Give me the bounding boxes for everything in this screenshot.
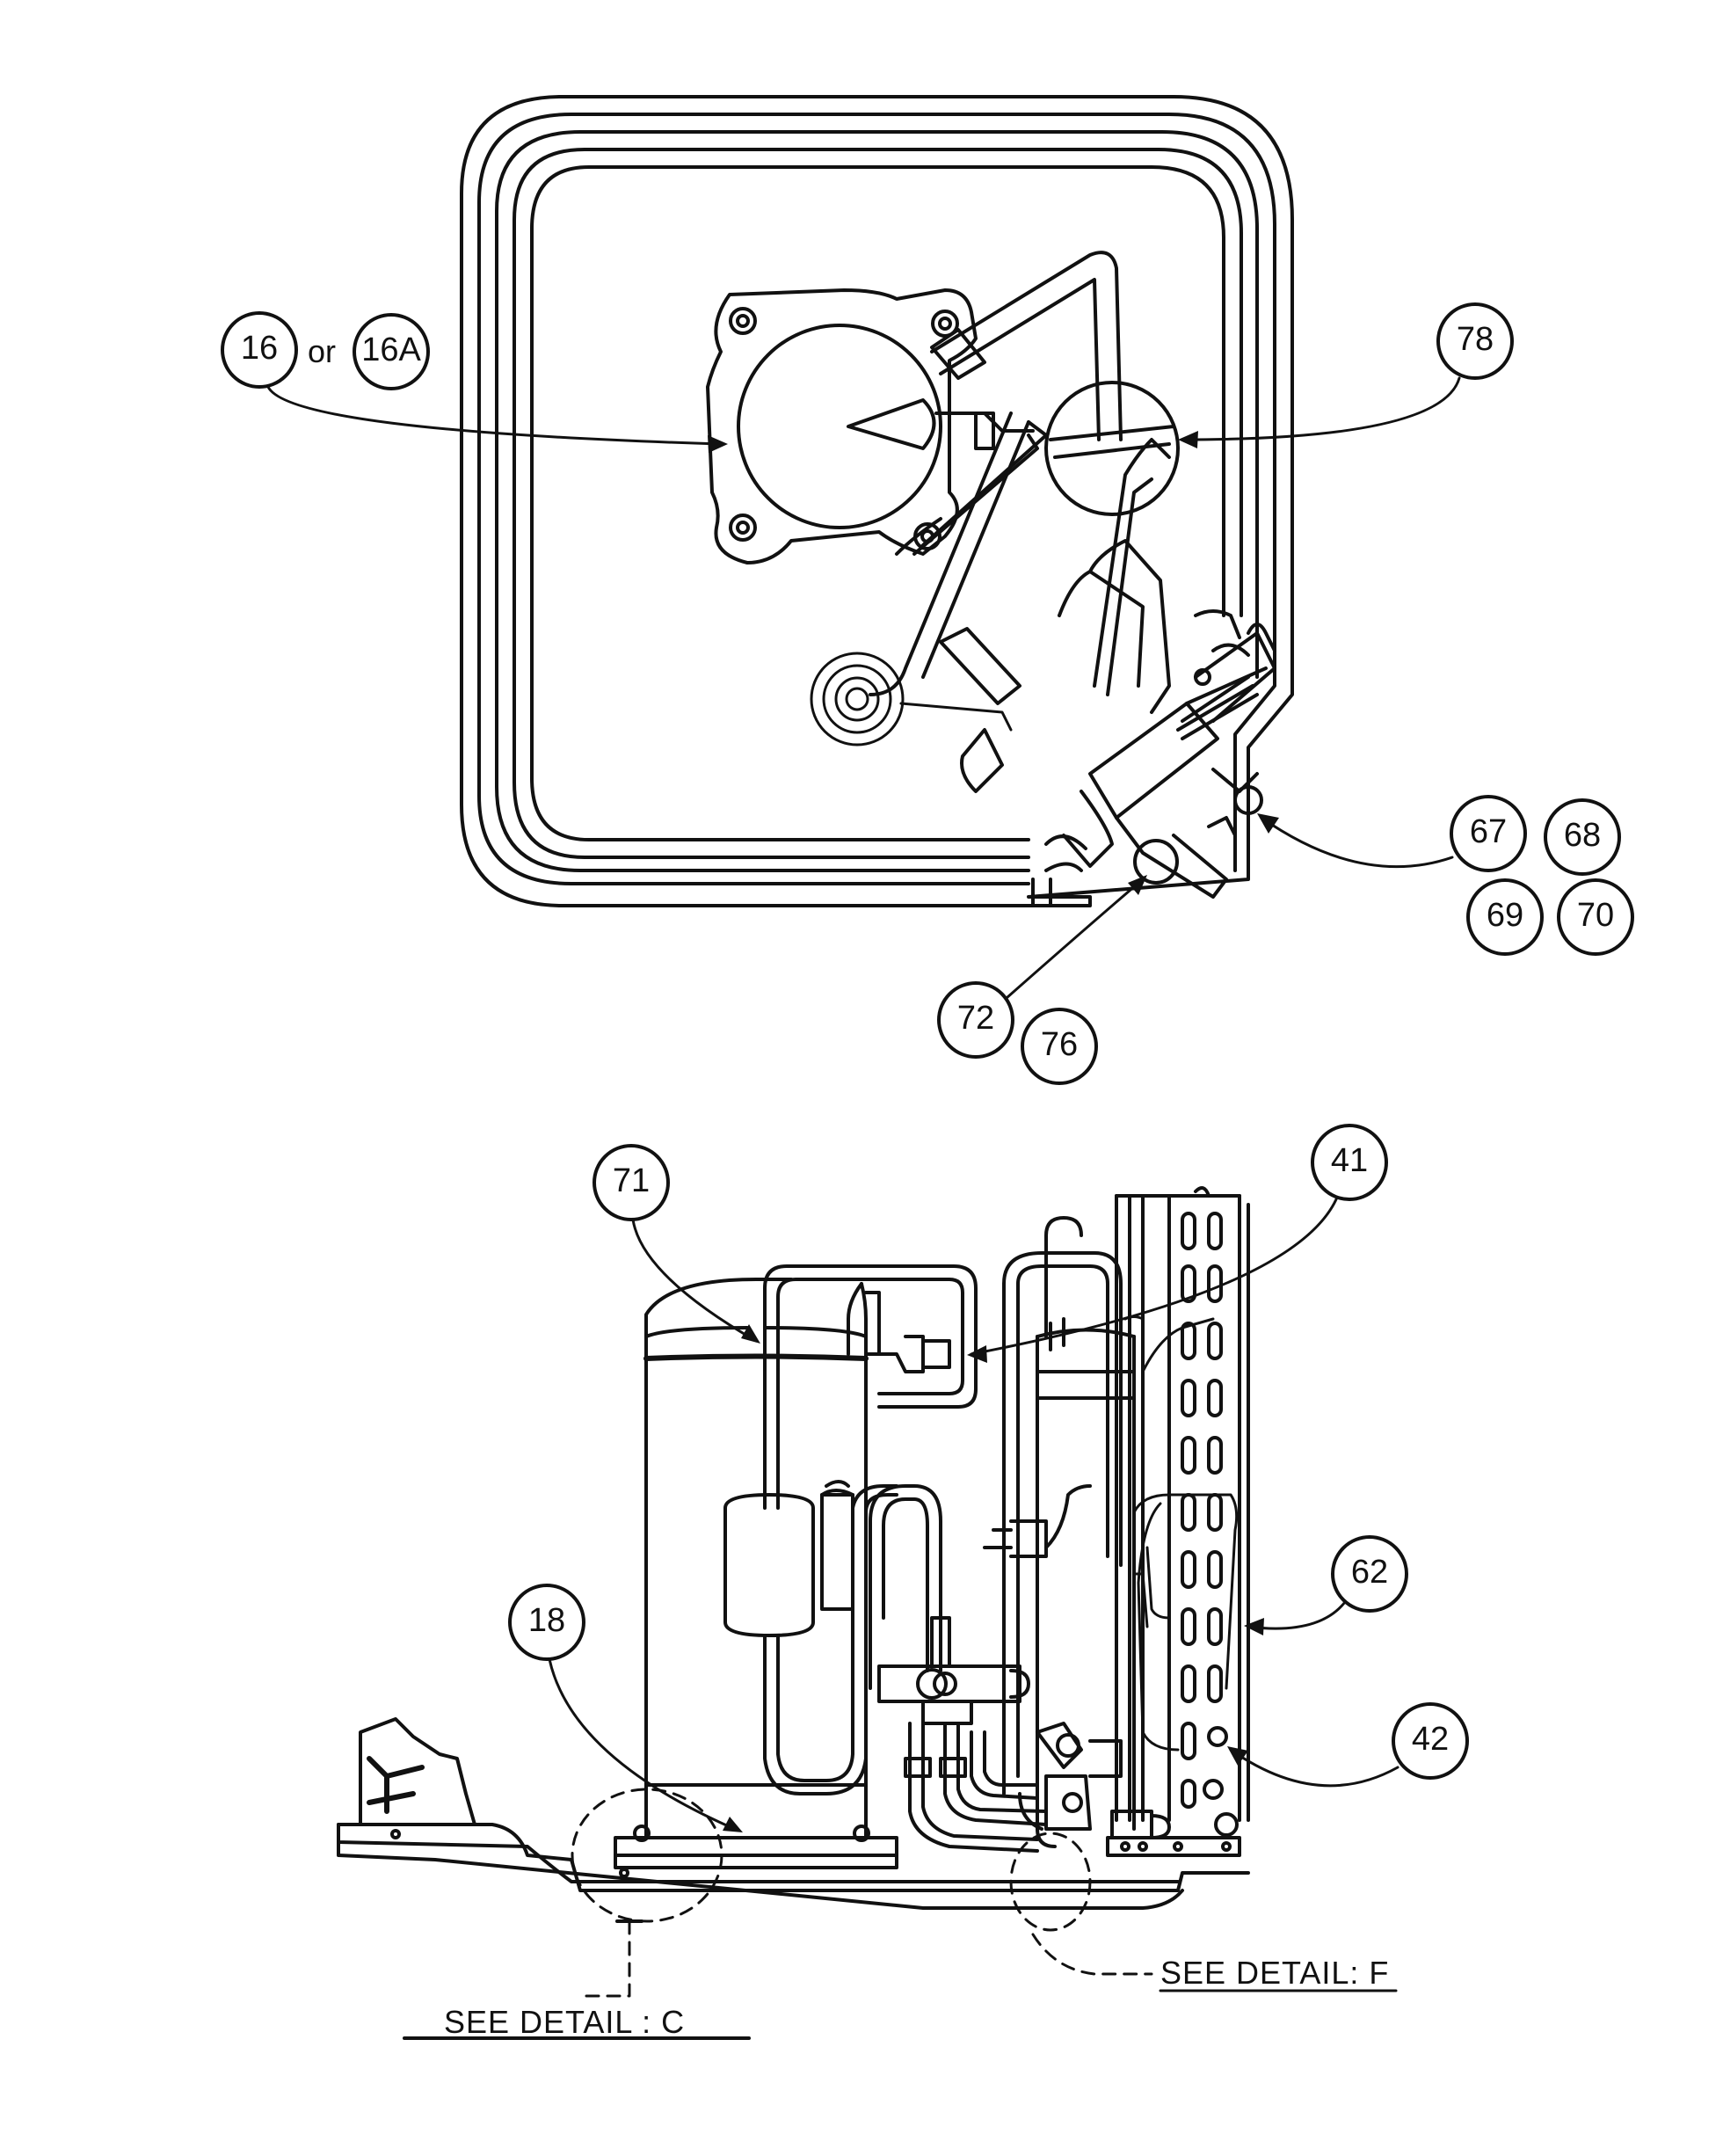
compressor-body [614, 1278, 898, 1869]
leader-72 [1005, 878, 1145, 1000]
callout-18: 18 [508, 1584, 585, 1661]
or-label: or [308, 333, 336, 369]
leader-18 [548, 1657, 740, 1832]
callout-76-label: 76 [1041, 1026, 1078, 1063]
arrowhead-41 [967, 1345, 987, 1363]
callout-72-label: 72 [957, 1000, 994, 1037]
solenoid-valve [877, 1616, 1030, 1725]
base-pan [337, 1823, 1250, 1910]
arrowhead-18 [723, 1817, 743, 1832]
arrowhead-71 [741, 1324, 760, 1344]
top-view-valve-assembly [939, 609, 1276, 907]
callout-70: 70 [1557, 878, 1634, 956]
callout-18-label: 18 [528, 1602, 565, 1639]
callout-16-label: 16 [241, 330, 278, 367]
callout-71: 71 [593, 1144, 670, 1221]
leader-71 [631, 1218, 758, 1343]
callout-16: 16 [221, 311, 298, 389]
callout-71-label: 71 [613, 1162, 650, 1199]
callout-41: 41 [1311, 1124, 1388, 1201]
callout-72: 72 [937, 981, 1014, 1059]
callout-16a: 16A [353, 313, 430, 390]
callout-41-label: 41 [1331, 1142, 1368, 1179]
callout-62: 62 [1331, 1535, 1408, 1613]
detail-c-marker [571, 1788, 723, 1998]
accumulator [983, 1216, 1136, 1848]
filter-drier [723, 1370, 898, 1795]
leader-16 [266, 385, 723, 446]
callout-16a-label: 16A [361, 331, 421, 368]
callout-69-label: 69 [1487, 897, 1523, 934]
side-view: 71 41 62 42 18 SEE DETAIL: F S [337, 1124, 1469, 2040]
broken-panel [359, 1717, 476, 1826]
callout-67-label: 67 [1470, 813, 1507, 850]
detail-f-marker [1009, 1832, 1153, 1976]
callout-68: 68 [1544, 798, 1621, 876]
arrowhead-42 [1227, 1746, 1248, 1766]
callout-62-label: 62 [1351, 1554, 1388, 1591]
arrowhead-16 [708, 435, 728, 453]
service-valves [1018, 1722, 1241, 1857]
arrowhead-72 [1128, 875, 1147, 895]
arrowhead-78 [1178, 431, 1198, 448]
callout-69: 69 [1466, 878, 1544, 956]
see-detail-f-label: SEE DETAIL: F [1160, 1955, 1389, 1991]
top-view-tubing [869, 251, 1171, 714]
callout-42-label: 42 [1412, 1721, 1449, 1758]
callout-68-label: 68 [1564, 817, 1601, 854]
top-view-housing [460, 95, 1294, 907]
top-view: 16 or 16A 78 67 68 69 70 [221, 95, 1634, 1085]
callout-78: 78 [1436, 302, 1514, 380]
leader-41 [970, 1198, 1338, 1356]
callout-70-label: 70 [1577, 897, 1614, 934]
u-tube [869, 1484, 942, 1690]
see-detail-c-label: SEE DETAIL : C [444, 2004, 685, 2040]
arrowhead-62 [1244, 1618, 1264, 1635]
callout-76: 76 [1021, 1008, 1098, 1085]
leader-67 [1260, 816, 1454, 869]
compressor-top-plate [706, 288, 978, 564]
arrowhead-67 [1257, 813, 1279, 834]
lower-tubing [904, 1722, 1048, 1853]
top-view-coil [810, 652, 1013, 747]
discharge-loop [763, 1264, 978, 1409]
leader-78 [1181, 376, 1461, 441]
callout-78-label: 78 [1457, 321, 1494, 358]
callout-67: 67 [1450, 795, 1527, 872]
callout-42: 42 [1392, 1702, 1469, 1780]
accumulator-top [1044, 381, 1180, 516]
leader-42 [1229, 1748, 1399, 1788]
header-slots [1181, 1212, 1228, 1809]
